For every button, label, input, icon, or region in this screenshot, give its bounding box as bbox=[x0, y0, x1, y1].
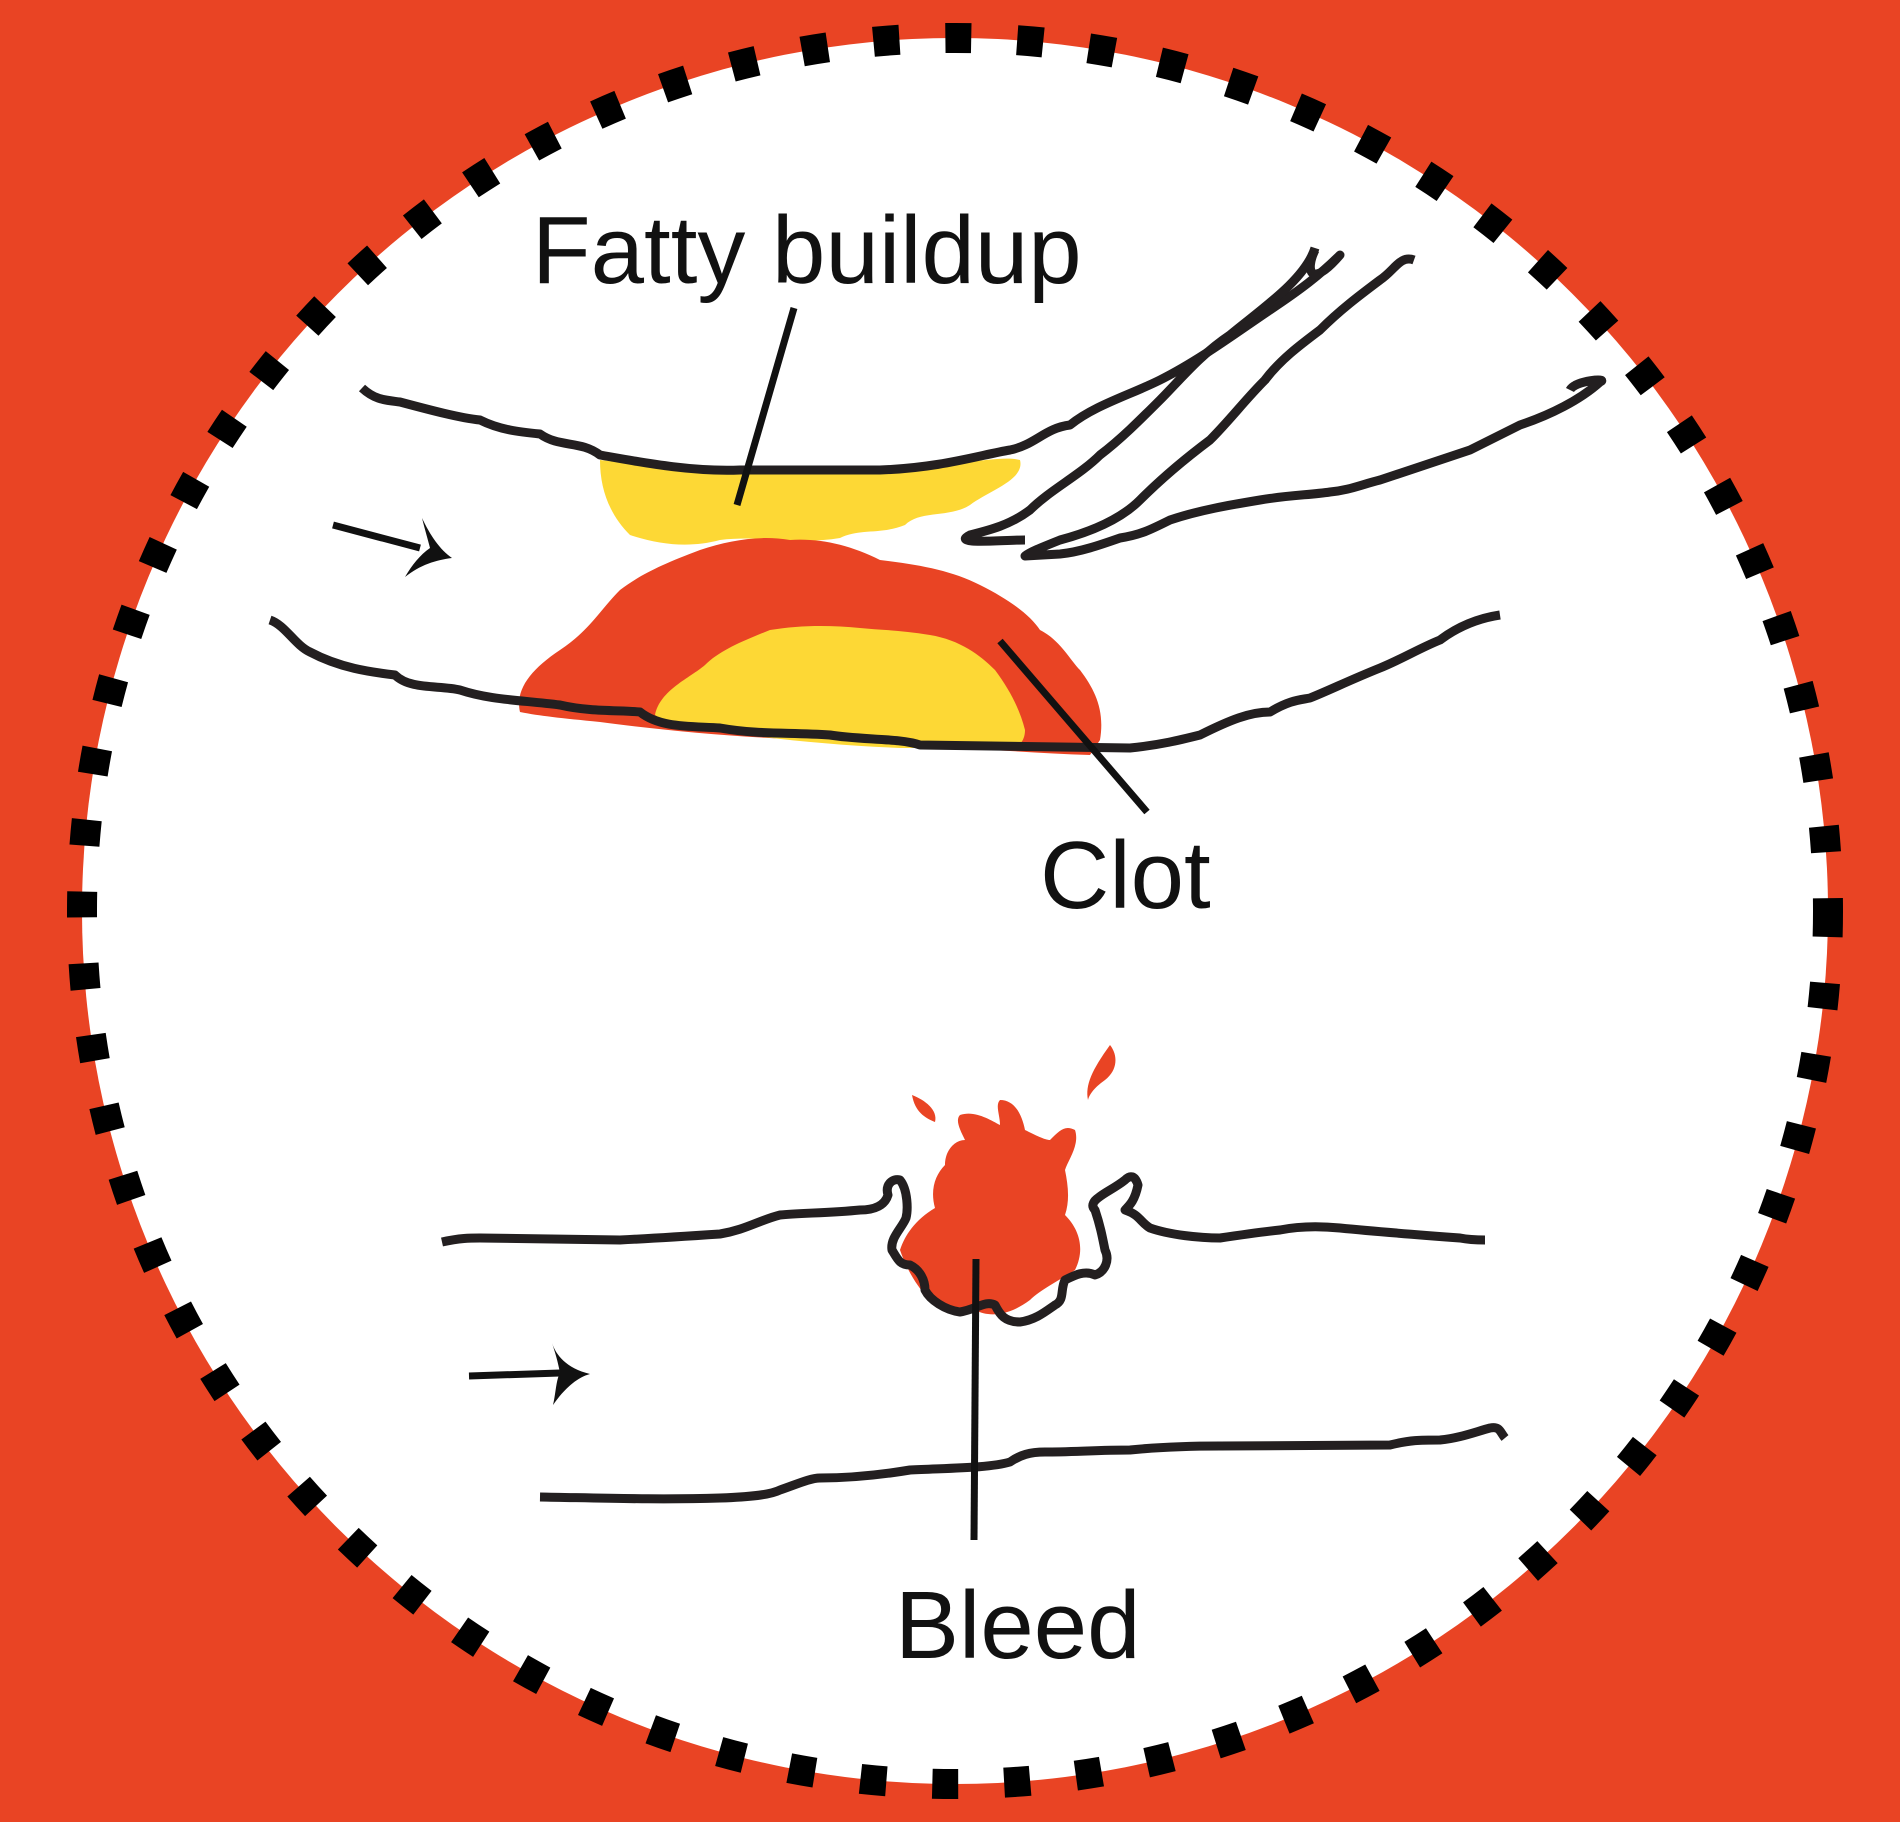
bleed-label: Bleed bbox=[895, 1572, 1141, 1679]
bleed-leader bbox=[974, 1259, 976, 1540]
arrow-right-icon bbox=[469, 1373, 560, 1376]
fatty-buildup-label: Fatty buildup bbox=[532, 197, 1082, 304]
clot-label: Clot bbox=[1040, 822, 1211, 929]
